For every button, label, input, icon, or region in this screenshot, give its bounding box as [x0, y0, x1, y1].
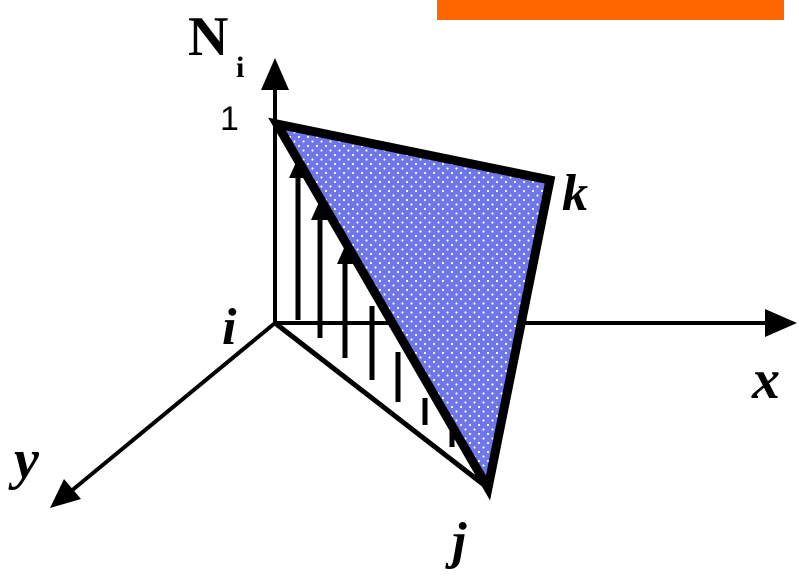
function-label: N — [188, 6, 228, 68]
node-k-label: k — [562, 165, 588, 222]
y-axis-arrow-icon — [50, 479, 81, 508]
x-axis-label: x — [751, 349, 780, 411]
node-j-label: j — [445, 513, 467, 570]
orange-banner — [437, 0, 784, 20]
y-axis-label: y — [8, 429, 40, 491]
x-axis-arrow-icon — [765, 309, 797, 337]
ni-axis-arrow-icon — [261, 58, 289, 90]
node-i-label: i — [222, 299, 237, 356]
hatching — [295, 176, 455, 447]
function-subscript: i — [236, 51, 244, 84]
edge-i-j — [273, 321, 490, 490]
y-axis — [68, 321, 277, 494]
shape-triangle — [268, 117, 556, 501]
unit-value-label: 1 — [220, 100, 239, 138]
